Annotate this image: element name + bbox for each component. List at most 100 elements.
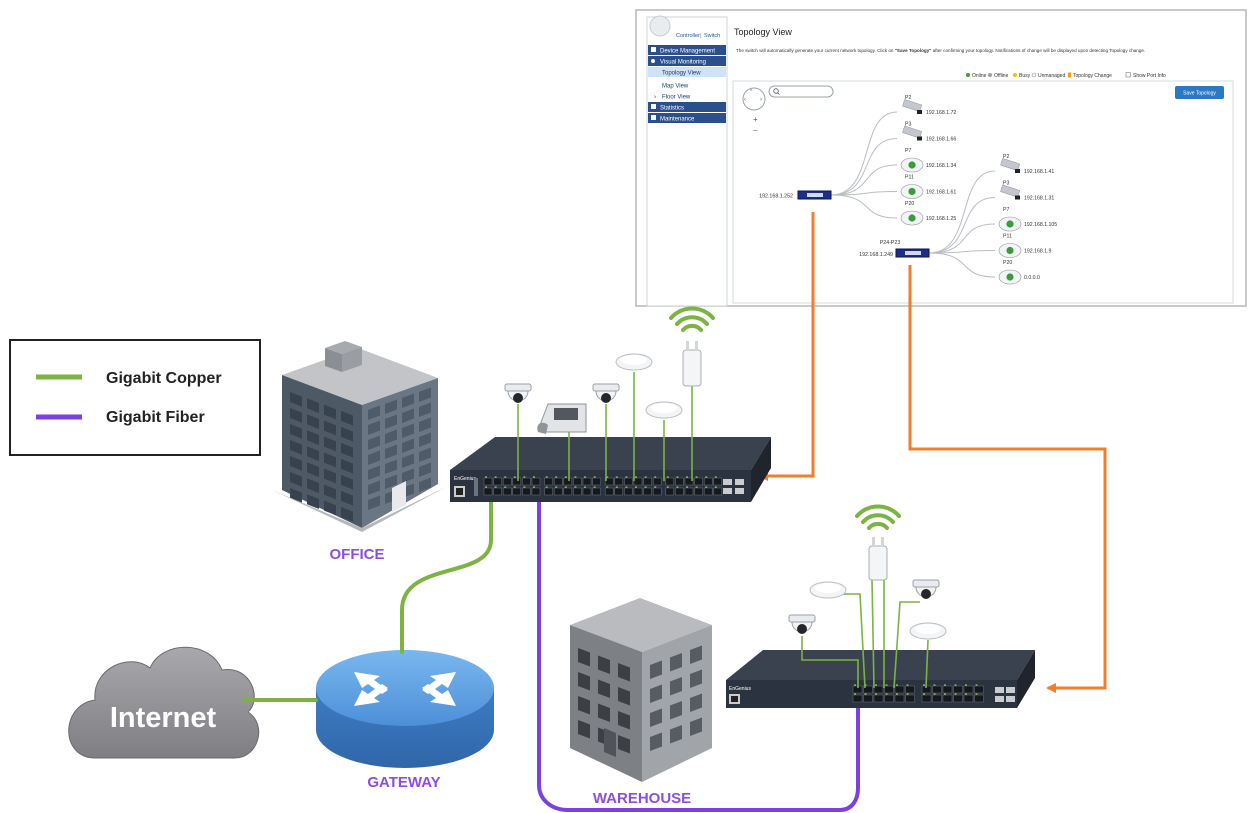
ethernet-port	[884, 685, 894, 694]
tab-controller[interactable]: Controller	[676, 33, 700, 39]
pan-control[interactable]	[742, 87, 766, 111]
ethernet-port	[873, 685, 884, 694]
console-port	[731, 696, 738, 702]
chevron-left-icon[interactable]: ‹	[744, 97, 746, 103]
port-label: P7	[905, 148, 911, 154]
sidebar-item-device-management[interactable]	[648, 45, 726, 55]
topology-search-input[interactable]	[768, 85, 834, 98]
warehouse-sfp-ports	[995, 687, 1015, 702]
device-ip: 192.168.1.61	[926, 190, 956, 196]
device-ip: 0.0.0.0	[1024, 275, 1040, 281]
sidebar-item-statistics[interactable]	[648, 102, 726, 112]
office-windows	[290, 387, 431, 522]
ethernet-port	[953, 685, 963, 694]
ethernet-port	[573, 487, 582, 496]
ethernet-port	[863, 694, 873, 703]
device-ip: 192.168.1.66	[926, 137, 956, 143]
router-arrows-icon	[354, 672, 456, 706]
ethernet-port	[592, 487, 601, 496]
page-title: Topology View	[734, 27, 792, 37]
topology-link	[928, 170, 996, 254]
sidebar-item-label: Topology View	[662, 71, 701, 77]
office-label: OFFICE	[330, 546, 385, 563]
ethernet-port	[963, 694, 974, 703]
ethernet-port	[522, 487, 531, 496]
sidebar-item-floor-view[interactable]: Floor View	[662, 95, 691, 101]
ethernet-port	[573, 477, 582, 486]
sidebar-item-visual-monitoring[interactable]	[648, 56, 726, 66]
topology-link	[830, 138, 898, 196]
ethernet-port	[483, 477, 493, 486]
topology-switch-b[interactable]: 192.168.1.249 P24-P23	[859, 240, 930, 258]
ethernet-port	[703, 477, 713, 486]
ethernet-port	[921, 694, 932, 703]
ethernet-port	[905, 694, 915, 703]
sidebar-item-maintenance[interactable]	[648, 113, 726, 123]
share-icon	[651, 59, 655, 63]
office-building	[272, 341, 446, 532]
svg-text:Unmanaged: Unmanaged	[1038, 73, 1065, 79]
warehouse-building	[570, 598, 712, 782]
search-icon	[773, 88, 779, 94]
svg-text:Show Port Info: Show Port Info	[1133, 73, 1166, 79]
zoom-in-button[interactable]: +	[753, 115, 758, 124]
topology-switch-a[interactable]: 192.168.1.252	[759, 190, 832, 200]
door	[392, 481, 406, 512]
status-legend: Online Offline Busy Unmanaged Topology C…	[966, 72, 1166, 79]
svg-text:Topology Change: Topology Change	[1073, 73, 1112, 79]
ethernet-port	[953, 694, 963, 703]
sidebar-item-label: Maintenance	[660, 117, 695, 123]
switch-ip: 192.168.1.249	[859, 252, 893, 258]
ethernet-port	[563, 487, 573, 496]
ip-phone-icon	[537, 403, 587, 434]
server-icon	[651, 47, 656, 52]
svg-text:Save Topology: Save Topology	[1183, 91, 1216, 97]
topology-link	[830, 194, 898, 219]
chevron-up-icon[interactable]: ^	[750, 89, 753, 95]
topology-link	[830, 191, 898, 196]
console-port	[456, 488, 463, 495]
svg-text:Online: Online	[972, 73, 987, 79]
topology-link	[830, 164, 898, 196]
ethernet-port	[624, 487, 633, 496]
ethernet-port	[643, 477, 652, 486]
sidebar-item-label: Statistics	[660, 106, 684, 112]
device-ip: 192.168.1.34	[926, 163, 956, 169]
sidebar-item-label: Device Management	[660, 49, 715, 55]
chevron-right-icon[interactable]: ›	[760, 97, 762, 103]
tab-switch[interactable]: Switch	[704, 33, 720, 39]
office-device-cables	[517, 372, 693, 481]
switch-ip: 192.168.1.252	[759, 194, 793, 200]
port-label: P2	[1003, 154, 1009, 160]
sidebar-item-topology-view[interactable]	[648, 67, 726, 77]
warehouse-ports	[852, 684, 984, 703]
ethernet-port	[684, 477, 694, 486]
sidebar-item-label: Visual Monitoring	[660, 60, 706, 66]
save-topology-button[interactable]	[1175, 86, 1224, 99]
topology-device-node[interactable]: P7 192.168.1.34	[900, 148, 956, 173]
sidebar-item-map-view[interactable]: Map View	[662, 84, 689, 90]
office-ports	[483, 476, 723, 496]
zoom-out-button[interactable]: −	[753, 126, 758, 135]
busy-dot-icon	[1013, 73, 1017, 77]
ethernet-port	[502, 487, 512, 496]
show-port-info-checkbox[interactable]	[1125, 72, 1131, 78]
unmanaged-dot-icon	[1031, 72, 1037, 78]
device-ip: 192.168.1.9	[1024, 249, 1052, 255]
ethernet-port	[493, 477, 502, 486]
topology-link	[928, 252, 996, 278]
online-status-icon	[1006, 246, 1014, 255]
ethernet-port	[553, 487, 563, 496]
ethernet-port	[582, 477, 592, 486]
ethernet-port	[544, 487, 553, 496]
